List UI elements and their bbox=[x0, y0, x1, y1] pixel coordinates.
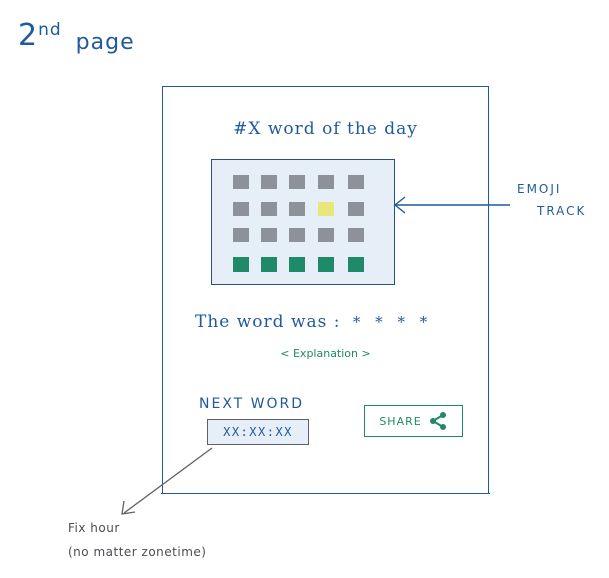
page-heading-word: page bbox=[75, 30, 135, 55]
emoji-tile-gray bbox=[261, 175, 277, 189]
emoji-tile-gray bbox=[233, 202, 249, 216]
emoji-track-grid bbox=[211, 159, 395, 285]
emoji-tile-yellow bbox=[318, 202, 334, 216]
emoji-tile-gray bbox=[233, 175, 249, 189]
emoji-tile-gray bbox=[348, 175, 364, 189]
screen-bottom-edge bbox=[161, 492, 490, 494]
emoji-track-annotation-line2: TRACK bbox=[537, 204, 587, 218]
emoji-track-annotation-line1: EMOJI bbox=[517, 182, 562, 196]
fix-hour-annotation: Fix hour (no matter zonetime) bbox=[68, 516, 206, 564]
emoji-track-annotation: EMOJI TRACK bbox=[517, 178, 586, 222]
share-button-label: SHARE bbox=[379, 414, 422, 428]
emoji-tile-gray bbox=[348, 228, 364, 242]
emoji-tile-gray bbox=[261, 228, 277, 242]
word-reveal-line: The word was : * * * * bbox=[195, 312, 432, 332]
emoji-tile-gray bbox=[261, 202, 277, 216]
emoji-track-arrow bbox=[393, 196, 510, 214]
emoji-tile-gray bbox=[318, 228, 334, 242]
emoji-tile-green bbox=[261, 257, 277, 272]
next-word-label: NEXT WORD bbox=[199, 396, 305, 412]
screen-title: #X word of the day bbox=[233, 119, 418, 139]
page-heading-ordinal: nd bbox=[38, 20, 62, 40]
emoji-tile-green bbox=[348, 257, 364, 272]
emoji-tile-green bbox=[318, 257, 334, 272]
explanation-link[interactable]: < Explanation > bbox=[280, 347, 371, 360]
emoji-tile-gray bbox=[233, 228, 249, 242]
emoji-tile-green bbox=[289, 257, 305, 272]
fix-hour-annotation-line1: Fix hour bbox=[68, 521, 120, 535]
fix-hour-annotation-line2: (no matter zonetime) bbox=[68, 545, 207, 559]
fix-hour-arrow bbox=[121, 447, 213, 515]
share-button[interactable]: SHARE bbox=[364, 405, 463, 437]
page-heading-number: 2 bbox=[18, 18, 39, 53]
emoji-tile-gray bbox=[289, 228, 305, 242]
word-label: The word was : bbox=[195, 312, 341, 332]
emoji-tile-gray bbox=[289, 175, 305, 189]
emoji-tile-gray bbox=[318, 175, 334, 189]
phone-screen-frame: #X word of the day The word was : * * * … bbox=[161, 86, 490, 494]
emoji-tile-gray bbox=[348, 202, 364, 216]
share-icon bbox=[429, 412, 446, 430]
emoji-tile-gray bbox=[289, 202, 305, 216]
next-word-timer: XX:XX:XX bbox=[207, 419, 309, 445]
emoji-tile-green bbox=[233, 257, 249, 272]
word-mask: * * * * bbox=[352, 313, 433, 331]
